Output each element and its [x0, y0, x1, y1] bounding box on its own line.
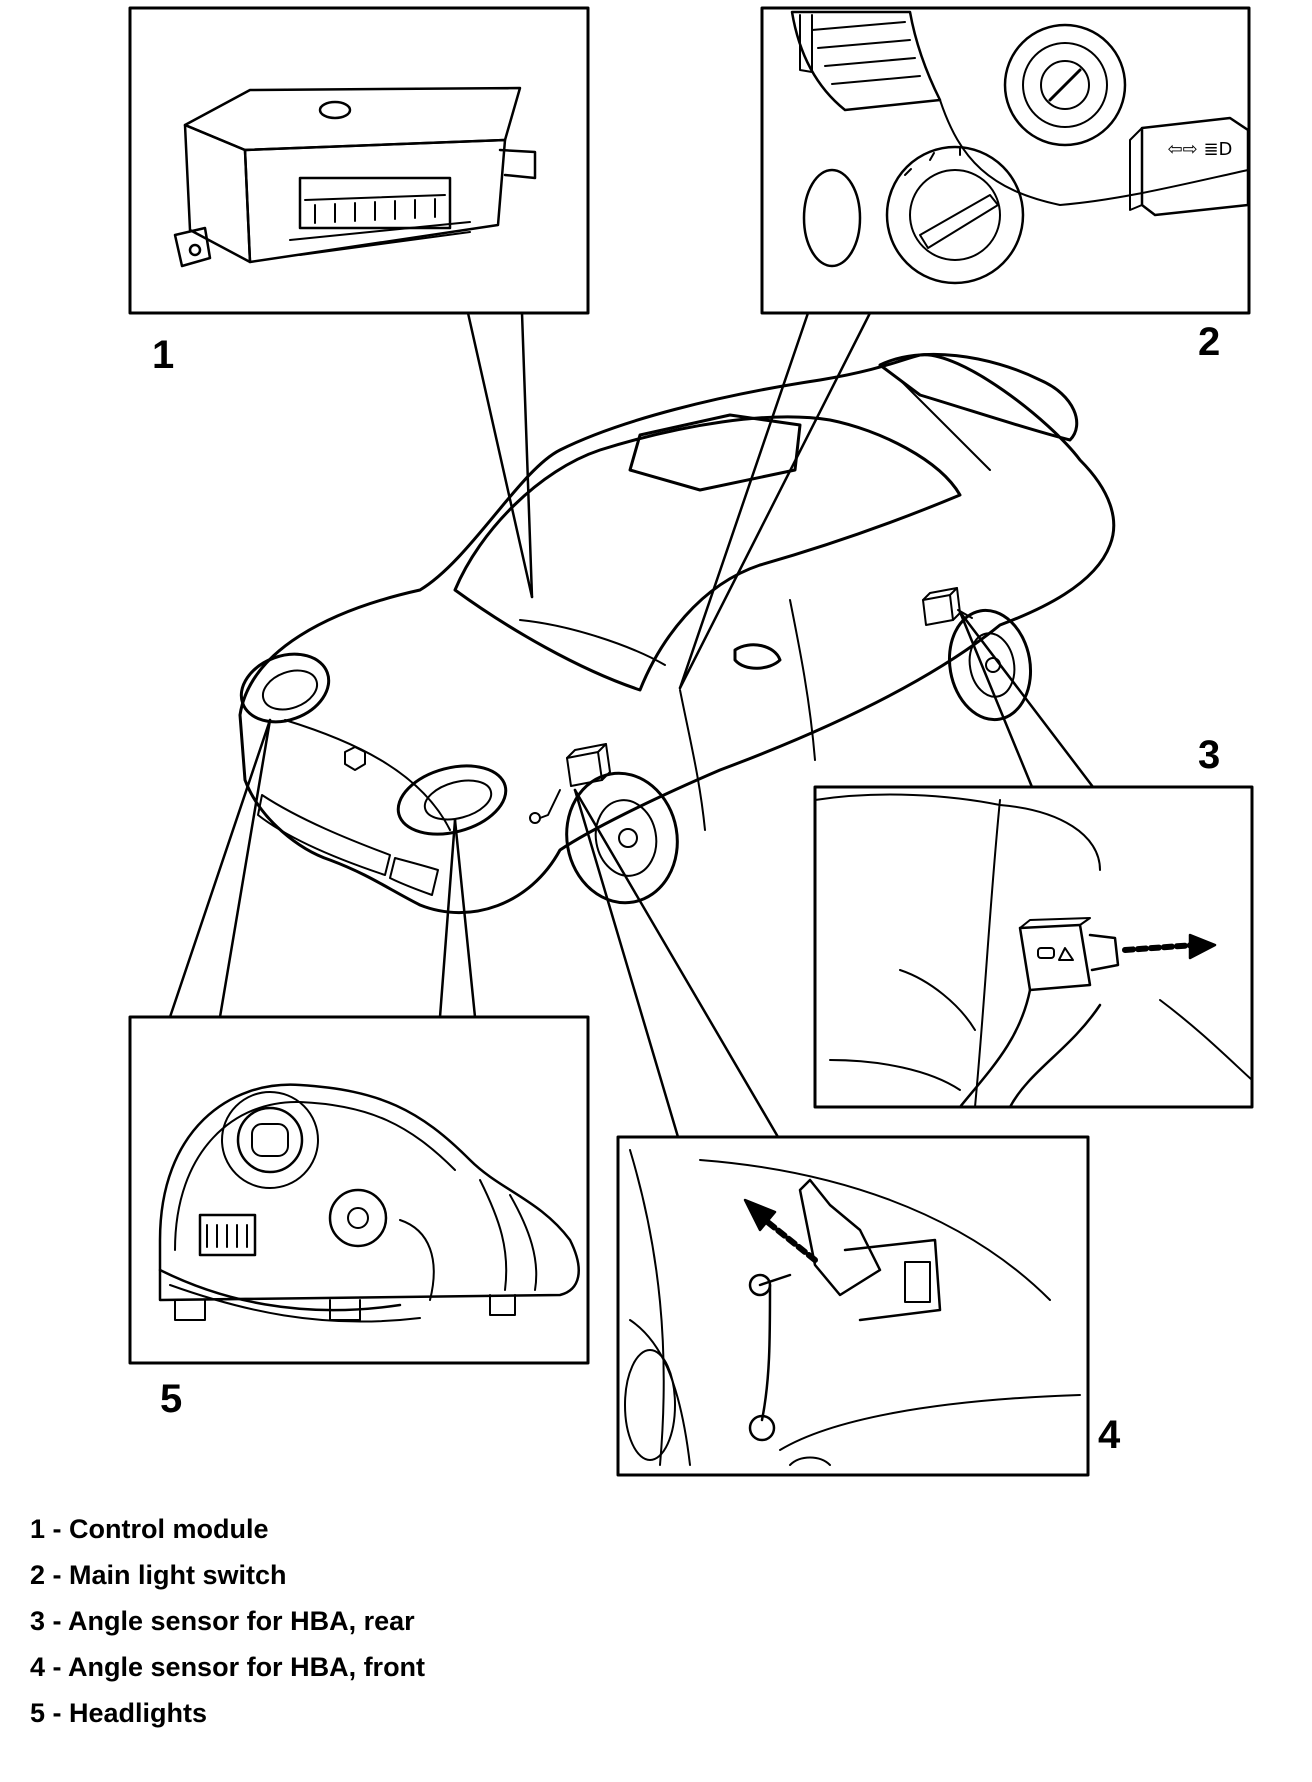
legend-item: 3 - Angle sensor for HBA, rear	[30, 1598, 425, 1644]
legend-item: 4 - Angle sensor for HBA, front	[30, 1644, 425, 1690]
rear-sensor-drawing	[814, 793, 1253, 1109]
legend-number: 3	[30, 1606, 46, 1636]
legend-label: Headlights	[69, 1698, 208, 1728]
legend-number: 1	[30, 1514, 46, 1544]
control-module-drawing	[173, 86, 537, 268]
legend-label: Angle sensor for HBA, rear	[68, 1606, 415, 1636]
legend-item: 2 - Main light switch	[30, 1552, 425, 1598]
legend-separator: -	[45, 1606, 69, 1636]
hba-switch-symbol: ⇦⇨ ≣D	[1168, 139, 1233, 160]
legend-label: Angle sensor for HBA, front	[68, 1652, 426, 1682]
dashboard-drawing	[790, 10, 1250, 285]
inset-rear-angle-sensor	[813, 785, 1254, 1109]
inset-control-module	[128, 6, 590, 315]
legend-separator: -	[45, 1514, 70, 1544]
legend-number: 5	[30, 1698, 46, 1728]
inset-headlights	[128, 1015, 590, 1365]
legend-number: 2	[30, 1560, 46, 1590]
callout-2: 2	[1198, 320, 1220, 364]
legend-separator: -	[45, 1698, 70, 1728]
legend-separator: -	[45, 1652, 69, 1682]
legend-label: Main light switch	[69, 1560, 287, 1590]
callout-4: 4	[1098, 1413, 1121, 1457]
leader-lines	[168, 311, 1095, 1139]
component-location-diagram: ⇦⇨ ≣D	[128, 6, 1254, 1477]
callout-3: 3	[1198, 733, 1220, 777]
legend-list: 1 - Control module 2 - Main light switch…	[30, 1506, 425, 1736]
legend-item: 5 - Headlights	[30, 1690, 425, 1736]
legend-number: 4	[30, 1652, 46, 1682]
legend-item: 1 - Control module	[30, 1506, 425, 1552]
legend-label: Control module	[69, 1514, 269, 1544]
front-sensor-drawing	[624, 1149, 1081, 1466]
headlight-drawing	[158, 1083, 580, 1323]
callout-5: 5	[160, 1377, 182, 1421]
car-illustration	[238, 352, 1116, 914]
callout-1: 1	[152, 333, 174, 377]
inset-main-light-switch: ⇦⇨ ≣D	[760, 6, 1251, 315]
legend-separator: -	[45, 1560, 70, 1590]
inset-front-angle-sensor	[616, 1135, 1090, 1477]
